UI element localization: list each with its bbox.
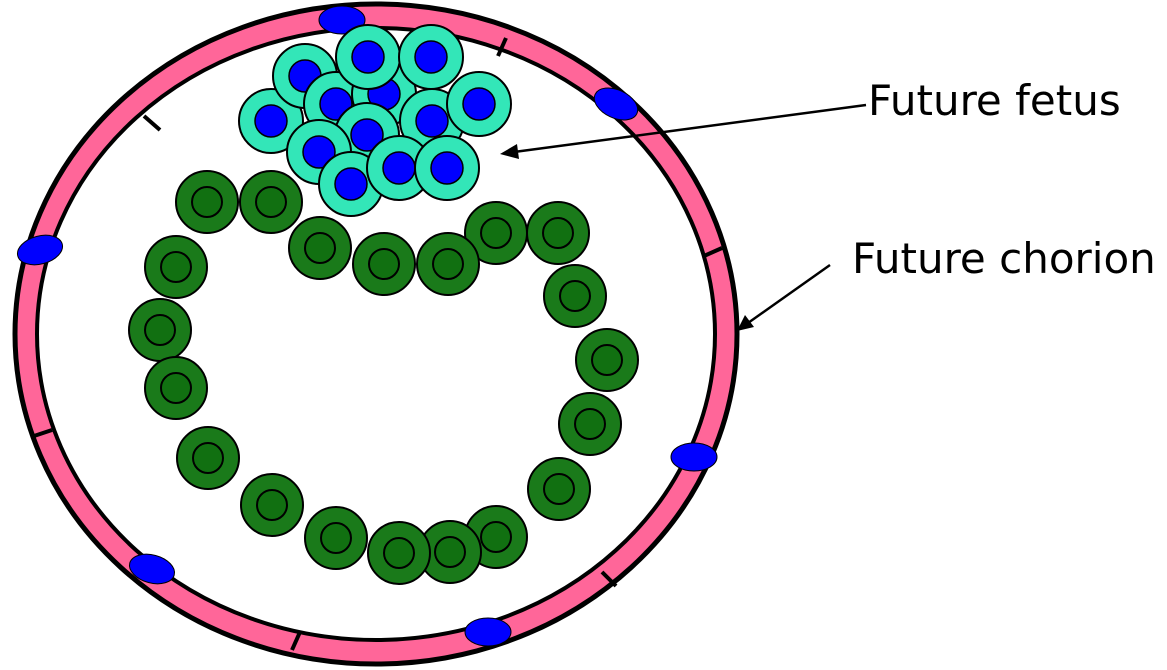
trophoblast-cell xyxy=(527,202,589,264)
fetal-cell xyxy=(415,136,479,200)
chorion-arrow-line xyxy=(748,265,830,323)
trophoblast-cell xyxy=(145,236,207,298)
trophoblast-cell xyxy=(576,329,638,391)
fetal-cell xyxy=(399,25,463,89)
ring-nucleus xyxy=(671,443,717,471)
trophoblast-cell xyxy=(368,522,430,584)
trophoblast-cell xyxy=(559,393,621,455)
trophoblast-cell xyxy=(544,265,606,327)
ring-nucleus xyxy=(465,618,511,646)
trophoblast-cell xyxy=(176,171,238,233)
trophoblast-cell xyxy=(145,357,207,419)
fetal-cell xyxy=(447,72,511,136)
trophoblast-cell xyxy=(289,217,351,279)
fetal-cell xyxy=(336,25,400,89)
trophoblast-cell xyxy=(528,458,590,520)
trophoblast-cell xyxy=(353,233,415,295)
chorion-arrow-head xyxy=(737,315,754,331)
trophoblast-cell xyxy=(177,427,239,489)
trophoblast-cell xyxy=(129,299,191,361)
future-fetus-label: Future fetus xyxy=(868,80,1121,122)
future-chorion-label: Future chorion xyxy=(852,238,1156,280)
trophoblast-cell xyxy=(305,507,367,569)
trophoblast-cell xyxy=(240,171,302,233)
trophoblast-cell xyxy=(417,233,479,295)
trophoblast-cell xyxy=(241,474,303,536)
